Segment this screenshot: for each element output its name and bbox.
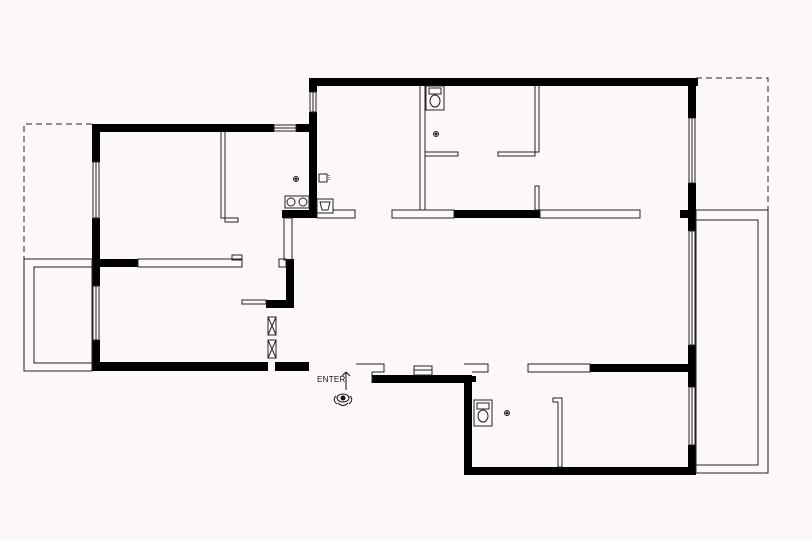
entry-bench <box>413 365 433 376</box>
door-swing-icon <box>267 316 277 359</box>
corridor-post <box>278 258 287 268</box>
toilet-icon <box>476 402 490 423</box>
drain-icon <box>293 176 299 182</box>
entrance-label: ENTER <box>317 375 346 384</box>
wall-upper-left-top-b <box>296 124 317 132</box>
shower-box <box>318 173 328 183</box>
partition-counter-right <box>539 209 641 219</box>
wall-corridor-c <box>266 300 274 308</box>
balcony-left-lower-inner <box>33 266 93 364</box>
bath-lower-wall <box>473 399 493 427</box>
toilet-icon <box>428 87 442 108</box>
walls <box>92 78 698 475</box>
partition-wardrobe <box>220 132 239 223</box>
entry-ledge-right <box>464 363 489 373</box>
partition-bedroom-mid-end <box>231 254 243 261</box>
balcony-right-dashed <box>696 77 769 210</box>
wall-upper-left-top <box>92 124 274 132</box>
partition-lower-ledge <box>241 299 267 305</box>
wall-right-mid-a <box>688 183 696 231</box>
corridor-wall-thin <box>283 217 293 261</box>
sink-counter <box>316 198 334 214</box>
wall-br-top <box>590 364 696 372</box>
wall-top-right <box>309 78 698 86</box>
wall-corridor-a <box>286 259 294 307</box>
drain-icon <box>504 410 510 416</box>
partition-counter-mid <box>391 209 455 219</box>
bath-upper-wall <box>425 85 445 111</box>
drain-icon <box>434 132 438 136</box>
wall-bedroom-divider <box>92 259 138 267</box>
wall-right-mid-b <box>680 210 696 218</box>
wall-bath-top <box>282 210 317 218</box>
wall-interior-dark <box>454 210 540 218</box>
partition-br-top <box>527 363 591 373</box>
entrance-marker: ENTER <box>317 371 353 406</box>
wall-right-upper <box>688 78 696 118</box>
partition-br-inner <box>552 397 563 468</box>
wall-right-lower <box>688 445 696 473</box>
wall-far-left-c <box>92 340 100 370</box>
wall-corridor-b <box>266 300 294 308</box>
balcony-left-dashed <box>23 123 92 259</box>
partition-bedroom-mid <box>137 258 243 268</box>
partition-stub <box>534 185 540 211</box>
wall-bottom-left <box>92 362 268 371</box>
thin-lines <box>23 77 769 474</box>
fixtures <box>267 87 510 423</box>
wall-step-left-b <box>309 112 317 218</box>
wall-entry-stub <box>372 375 472 383</box>
wall-far-left-a <box>92 124 100 162</box>
partition-counter-left <box>316 209 356 219</box>
toilet-icon <box>284 195 310 209</box>
drain-icon <box>294 177 298 181</box>
balcony-right-lower-inner <box>695 219 759 466</box>
wall-bottom-left-b <box>275 362 309 371</box>
wall-br-left <box>464 375 472 475</box>
partition-room-a-door <box>425 151 459 157</box>
wall-step-left <box>309 78 317 92</box>
balcony-right-lower <box>695 209 769 474</box>
entrance-figure-icon <box>333 371 353 406</box>
drain-icon <box>433 131 439 137</box>
wall-far-left-b <box>92 218 100 286</box>
partition-room-a <box>419 86 426 211</box>
wall-bath2-left <box>470 376 476 382</box>
partition-room-b <box>497 86 540 157</box>
wall-br-bottom <box>464 467 696 475</box>
sink-bowl <box>319 201 331 211</box>
drain-icon <box>505 411 509 415</box>
entry-ledge-left <box>356 363 385 383</box>
